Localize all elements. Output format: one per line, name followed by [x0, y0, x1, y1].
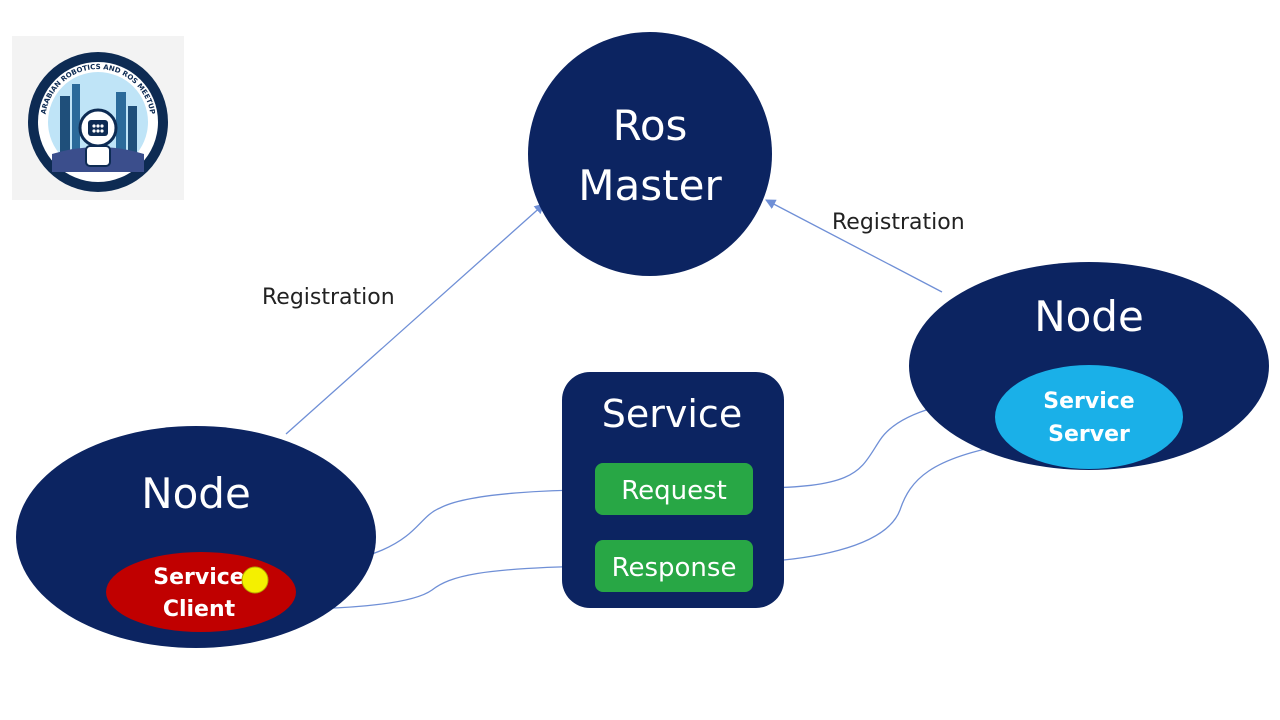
service-server-line1: Service	[1043, 389, 1134, 414]
service-title: Service	[602, 392, 742, 436]
logo: ARABIAN ROBOTICS AND ROS MEETUP	[12, 36, 184, 200]
server-node-title: Node	[1034, 292, 1144, 341]
robot-logo-icon: ARABIAN ROBOTICS AND ROS MEETUP	[28, 52, 168, 192]
ros-master-node: Ros Master	[528, 32, 772, 276]
ros-master-line2: Master	[578, 161, 722, 210]
service-server-line2: Server	[1048, 422, 1130, 447]
request-label: Request	[621, 476, 727, 506]
right-registration-arrow	[765, 199, 943, 293]
left-registration-label: Registration	[262, 285, 395, 310]
service-server	[995, 365, 1183, 469]
server-node: Node Service Server	[909, 262, 1269, 470]
service-box: Service Request Response	[562, 372, 784, 608]
response-box	[595, 540, 753, 592]
left-registration-arrow	[285, 203, 545, 435]
client-node: Node Service Client	[16, 426, 376, 648]
service-client-line2: Client	[163, 597, 236, 622]
ros-master-line1: Ros	[613, 101, 688, 150]
right-registration-label: Registration	[832, 210, 965, 235]
request-box	[595, 463, 753, 515]
service-client-line1: Service	[153, 565, 244, 590]
server-to-response-line	[755, 443, 1011, 563]
response-label: Response	[612, 553, 737, 583]
message-token-icon	[241, 566, 269, 594]
client-node-title: Node	[141, 469, 251, 518]
